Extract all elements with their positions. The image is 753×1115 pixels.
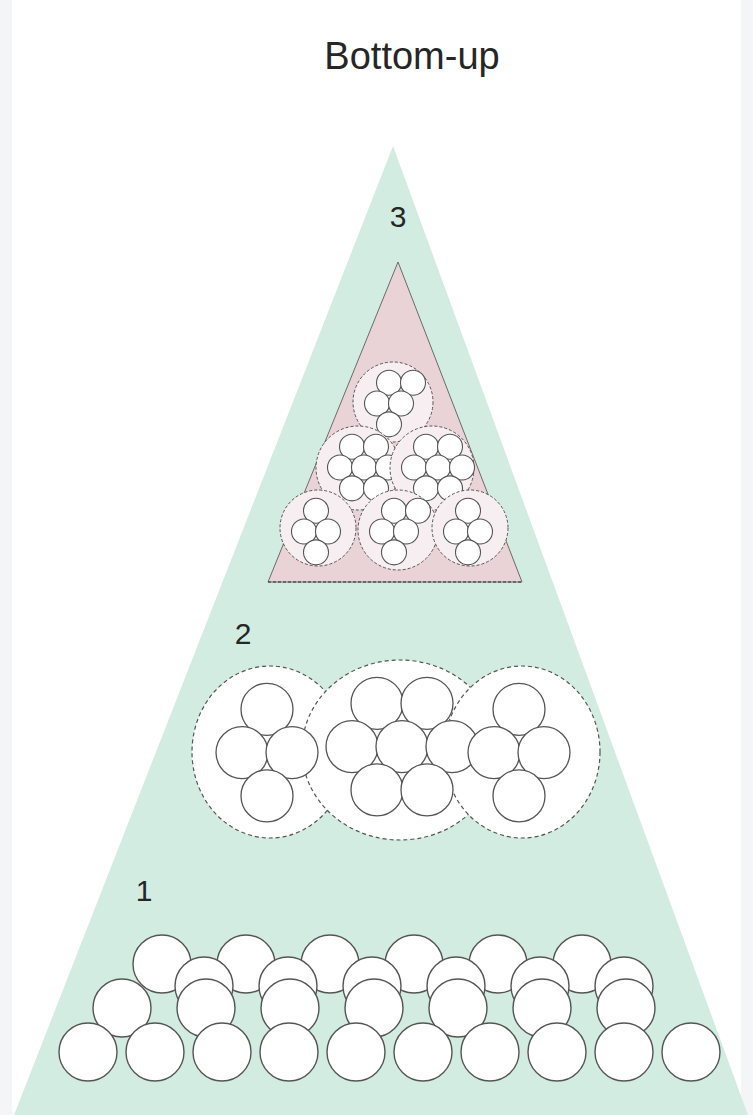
large-particle [528,1023,586,1081]
level-number: 2 [235,617,252,650]
medium-particle [241,770,293,822]
medium-particle [401,764,453,816]
medium-particle [351,764,403,816]
level-number: 1 [136,874,153,907]
level-one-particles [59,935,720,1081]
small-particle [456,540,481,565]
cluster-outline [280,490,356,566]
diagram-title: Bottom-up [324,36,499,78]
cluster-outline [358,490,438,570]
large-particle [260,1023,318,1081]
large-particle [461,1023,519,1081]
small-particle [304,540,329,565]
top-level-triangle [268,262,522,582]
group-outline [444,666,600,838]
medium-particle [493,770,545,822]
top-level-base [268,581,522,583]
large-particle [394,1023,452,1081]
large-particle [662,1023,720,1081]
large-particle [595,1023,653,1081]
pyramid-triangle [14,146,748,1115]
large-particle [327,1023,385,1081]
level-three-clusters [280,362,508,570]
cluster-outline [432,490,508,566]
large-particle [59,1023,117,1081]
small-particle [340,476,365,501]
level-number: 3 [390,200,407,233]
level-two-groups [192,660,600,840]
large-particle [126,1023,184,1081]
small-particle [382,540,407,565]
large-particle [193,1023,251,1081]
